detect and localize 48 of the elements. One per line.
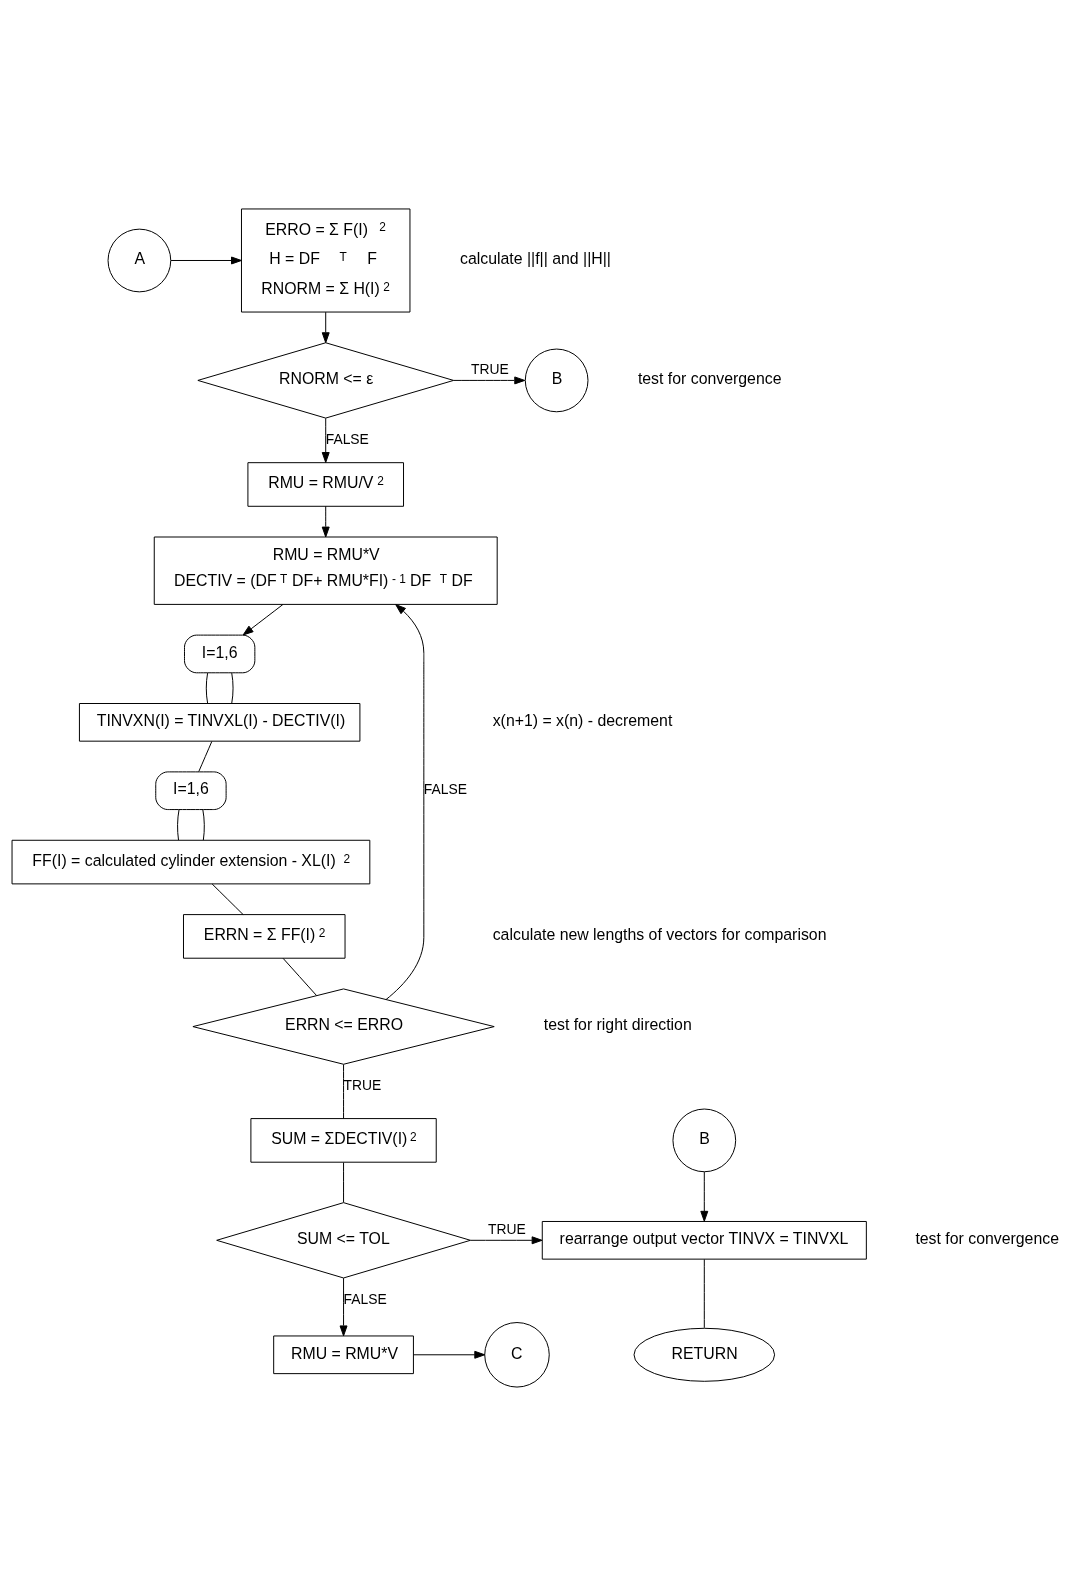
connector [198,740,213,773]
node-box: RMU = RMU*V [273,1335,414,1375]
node-circle: B [524,348,589,413]
label: test for right direction [543,1016,692,1034]
arrow [321,505,330,538]
label: x(n+1) = x(n) - decrement [492,712,673,730]
node-box: FF(I) = calculated cylinder extension - XL(I)2 [11,839,371,885]
node-circle: A [107,228,172,293]
label: test for convergence [637,370,782,388]
arrow [413,1350,486,1359]
arrow [339,1277,348,1337]
connector [211,883,244,916]
node-box: rearrange output vector TINVX = TINVXL [541,1221,867,1260]
arrow [242,604,284,636]
edge-label: TRUE [471,360,509,377]
connector [231,672,234,704]
node-circle: C [484,1322,550,1388]
edge-label: FALSE [343,1290,387,1307]
edge-label: FALSE [325,431,369,448]
connector [282,957,317,996]
arrow [385,604,425,1001]
connector [205,672,209,704]
connector [202,809,205,841]
arrow [453,376,526,385]
node-diamond: RNORM <= ε [197,342,455,419]
label: test for convergence [915,1230,1059,1248]
node-box: I=1,6 [184,634,256,674]
node-box: I=1,6 [155,771,227,811]
arrow [470,1236,543,1245]
arrow [700,1171,709,1222]
connector [703,1258,705,1329]
arrow [321,417,330,463]
edge-label: TRUE [488,1220,526,1237]
connector [343,1064,345,1119]
label: calculate new lengths of vectors for comparison [492,926,827,944]
edge-label: FALSE [423,781,467,798]
node-box: ERRN = Σ FF(I)2 [183,914,346,959]
node-circle: B [672,1108,737,1173]
connector [343,1162,345,1203]
node-box: TINVXN(I) = TINVXL(I) - DECTIV(I) [78,703,361,742]
label: calculate ||f|| and ||H|| [460,250,611,268]
arrow [321,311,330,344]
arrow [170,256,242,265]
connector [177,809,180,841]
node-box: SUM = ΣDECTIV(I)2 [250,1118,437,1163]
node-diamond: ERRN <= ERRO [192,988,495,1065]
node-diamond: SUM <= TOL [216,1202,471,1279]
node-ellipse: RETURN [633,1327,776,1382]
